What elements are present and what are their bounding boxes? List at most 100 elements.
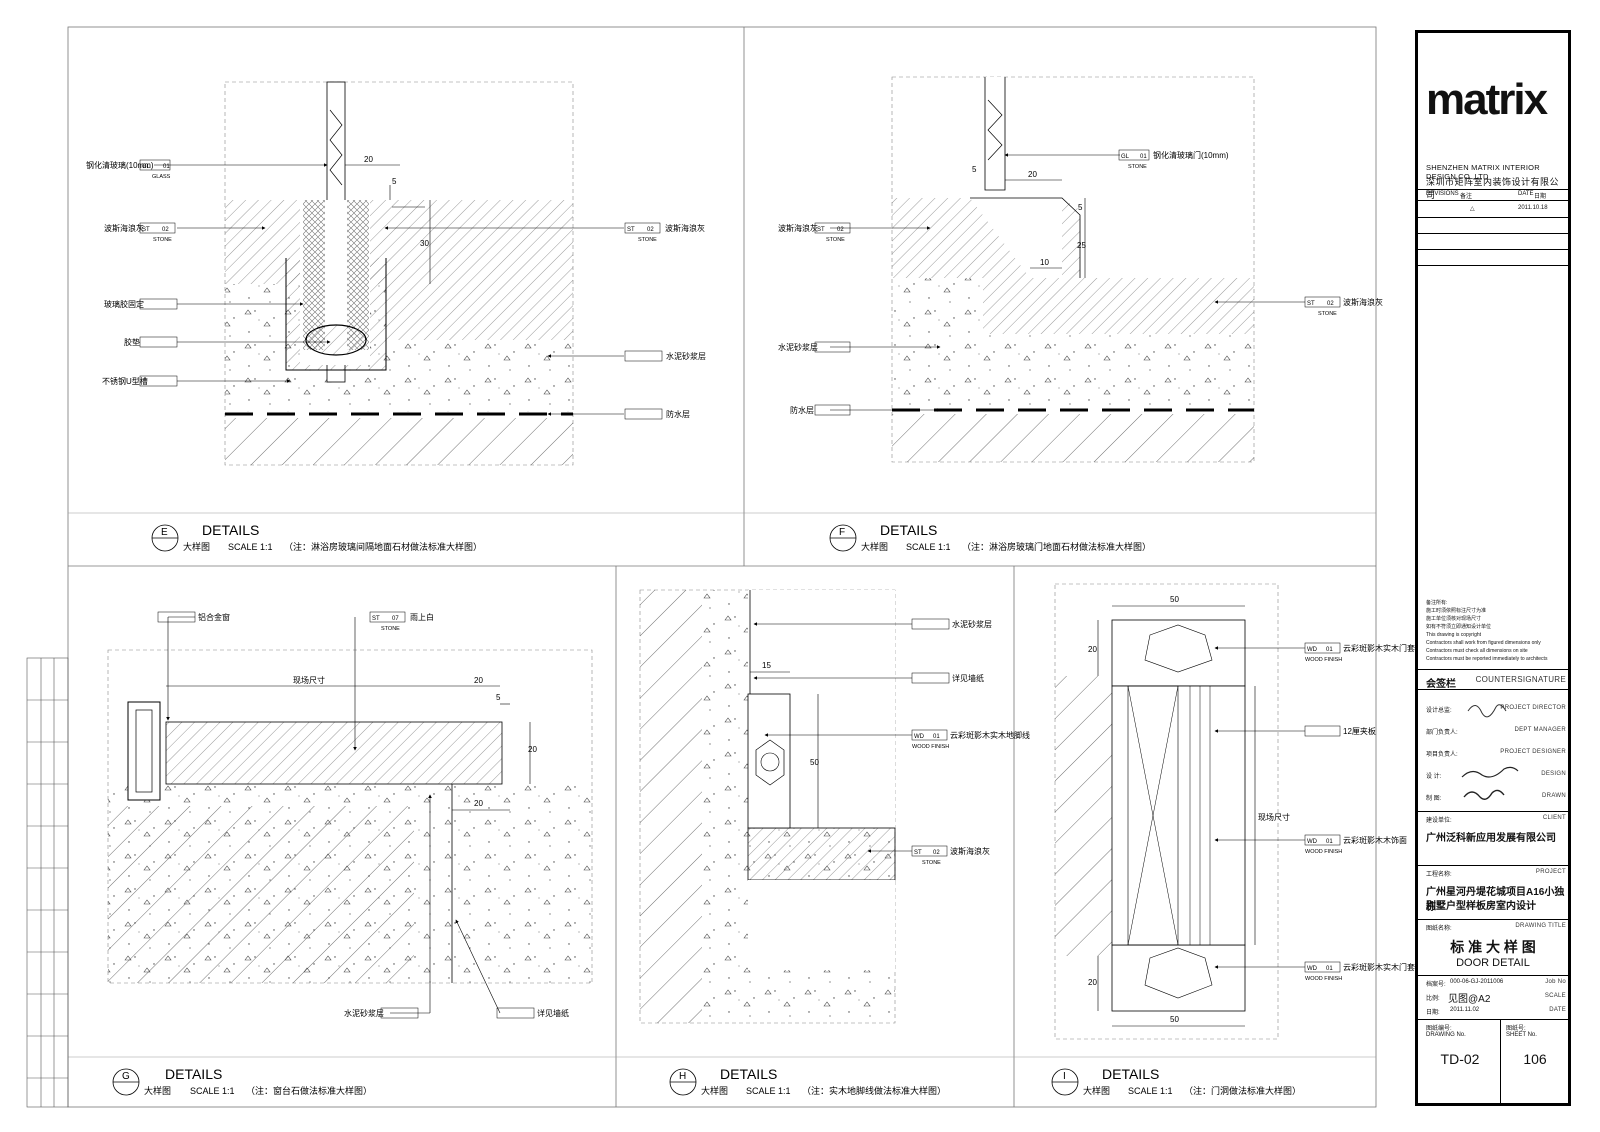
svg-text:防水层: 防水层: [666, 409, 690, 419]
svg-text:ST: ST: [372, 616, 380, 622]
svg-text:15: 15: [762, 661, 771, 670]
svg-text:ST: ST: [142, 227, 150, 233]
svg-text:波斯海浪灰: 波斯海浪灰: [778, 223, 818, 233]
svg-text:WOOD FINISH: WOOD FINISH: [912, 744, 949, 750]
svg-text:5: 5: [1078, 203, 1083, 212]
project-label: 工程名称:PROJECT: [1426, 869, 1566, 878]
svg-text:（注：窗台石做法标准大样图）: （注：窗台石做法标准大样图）: [246, 1085, 372, 1096]
svg-text:不锈钢U型槽: 不锈钢U型槽: [102, 376, 148, 386]
svg-text:WD: WD: [1307, 839, 1318, 845]
side-strip: [26, 657, 69, 1108]
svg-text:STONE: STONE: [638, 237, 657, 243]
svg-text:（注：门洞做法标准大样图）: （注：门洞做法标准大样图）: [1184, 1085, 1301, 1096]
svg-text:波斯海浪灰: 波斯海浪灰: [1343, 297, 1383, 307]
svg-text:DETAILS: DETAILS: [1102, 1066, 1159, 1082]
svg-text:02: 02: [647, 227, 654, 233]
general-notes: 备注所有: 施工时须依照标注尺寸为准 施工单位须核对现场尺寸 如有不符须立即通知…: [1426, 600, 1548, 662]
svg-text:云彩斑影木实木地脚线: 云彩斑影木实木地脚线: [950, 730, 1030, 740]
project-name-line1: 广州星河丹堤花城项目A16小独栋: [1426, 887, 1565, 913]
svg-text:水泥砂浆层: 水泥砂浆层: [778, 342, 818, 352]
title-block: matrix SHENZHEN MATRIX INTERIOR DESIGN C…: [1415, 30, 1571, 1106]
svg-text:F: F: [839, 527, 845, 538]
svg-text:G: G: [122, 1071, 130, 1082]
svg-text:WOOD FINISH: WOOD FINISH: [1305, 849, 1342, 855]
detail-h-drawing: 水泥砂浆层 详见墙纸 WD 01 云彩斑影木实木地脚线 WOOD FINISH …: [639, 589, 1030, 1024]
svg-text:STONE: STONE: [381, 626, 400, 632]
svg-text:ST: ST: [1307, 301, 1315, 307]
detail-g-drawing: 铝合金窗 ST 07 雨上白 STONE 现场尺寸 20 5 20 20 水泥砂…: [107, 611, 593, 1019]
svg-text:20: 20: [528, 745, 537, 754]
svg-text:波斯海浪灰: 波斯海浪灰: [950, 846, 990, 856]
detail-f-caption: F DETAILS 大样图 SCALE 1:1 （注：淋浴房玻璃门地面石材做法标…: [829, 522, 1151, 552]
company-name-cn: 深圳市矩阵室内装饰设计有限公司: [1426, 177, 1560, 200]
svg-text:02: 02: [837, 227, 844, 233]
svg-text:50: 50: [1170, 1015, 1179, 1024]
detail-e-drawing: 钢化清玻璃(10mm) GL 01 GLASS 波斯海浪灰 ST 02 STON…: [86, 81, 706, 466]
sheet-number-label: 图纸号:SHEET No.: [1506, 1026, 1537, 1038]
svg-text:30: 30: [420, 239, 429, 248]
svg-text:铝合金窗: 铝合金窗: [198, 612, 230, 622]
svg-text:SCALE 1:1: SCALE 1:1: [1128, 1086, 1173, 1096]
svg-text:大样图: 大样图: [144, 1085, 171, 1096]
svg-text:SCALE 1:1: SCALE 1:1: [746, 1086, 791, 1096]
svg-text:10: 10: [1040, 258, 1049, 267]
svg-text:GLASS: GLASS: [152, 174, 171, 180]
svg-text:DETAILS: DETAILS: [720, 1066, 777, 1082]
svg-text:20: 20: [1088, 645, 1097, 654]
svg-text:钢化清玻璃门(10mm): 钢化清玻璃门(10mm): [1153, 150, 1229, 160]
svg-text:波斯海浪灰: 波斯海浪灰: [104, 223, 144, 233]
svg-text:WOOD FINISH: WOOD FINISH: [1305, 657, 1342, 663]
sheet-border: [67, 26, 1377, 1108]
role-design: 设 计:DESIGN: [1426, 771, 1566, 780]
svg-text:详见墙纸: 详见墙纸: [952, 673, 984, 683]
svg-text:12厘夹板: 12厘夹板: [1343, 726, 1376, 736]
svg-text:DETAILS: DETAILS: [202, 522, 259, 538]
svg-text:25: 25: [1077, 241, 1086, 250]
client-label: 建设单位:CLIENT: [1426, 815, 1566, 824]
svg-text:玻璃胶固定: 玻璃胶固定: [104, 299, 144, 309]
svg-text:I: I: [1063, 1071, 1066, 1082]
svg-text:钢化清玻璃(10mm): 钢化清玻璃(10mm): [86, 160, 154, 170]
svg-text:H: H: [679, 1071, 686, 1082]
svg-text:防水层: 防水层: [790, 405, 814, 415]
svg-text:01: 01: [163, 164, 170, 170]
svg-text:20: 20: [474, 799, 483, 808]
svg-text:01: 01: [1140, 154, 1147, 160]
svg-text:云彩斑影木木饰面: 云彩斑影木木饰面: [1343, 835, 1407, 845]
svg-text:ST: ST: [627, 227, 635, 233]
svg-text:5: 5: [496, 693, 501, 702]
svg-text:（注：淋浴房玻璃门地面石材做法标准大样图）: （注：淋浴房玻璃门地面石材做法标准大样图）: [962, 541, 1151, 552]
svg-text:20: 20: [364, 155, 373, 164]
svg-text:5: 5: [392, 177, 397, 186]
drawing-number: TD-02: [1440, 1051, 1480, 1067]
svg-text:ST: ST: [914, 850, 922, 856]
svg-text:20: 20: [474, 676, 483, 685]
drawing-title-label: 图纸名称:DRAWING TITLE: [1426, 923, 1566, 932]
role-director: 设计总监:PROJECT DIRECTOR: [1426, 705, 1566, 714]
svg-text:STONE: STONE: [922, 860, 941, 866]
signatures: [1461, 704, 1519, 800]
sheet-number: 106: [1523, 1051, 1547, 1067]
svg-text:01: 01: [933, 734, 940, 740]
drawing-title: 标 准 大 样 图: [1450, 939, 1536, 955]
svg-text:DETAILS: DETAILS: [165, 1066, 222, 1082]
company-logo: matrix: [1426, 75, 1548, 124]
svg-text:STONE: STONE: [826, 237, 845, 243]
svg-text:大样图: 大样图: [701, 1085, 728, 1096]
svg-text:大样图: 大样图: [1083, 1085, 1110, 1096]
role-manager: 部门负责人:DEPT MANAGER: [1426, 727, 1566, 736]
detail-i-drawing: WD 01 云彩斑影木实木门套线 WOOD FINISH 12厘夹板 WD 01…: [1054, 583, 1423, 1040]
drawing-title-sub: DOOR DETAIL: [1456, 957, 1530, 969]
svg-text:E: E: [161, 527, 168, 538]
svg-text:WD: WD: [1307, 966, 1318, 972]
svg-text:01: 01: [1326, 647, 1333, 653]
svg-text:50: 50: [810, 758, 819, 767]
svg-text:20: 20: [1028, 170, 1037, 179]
role-drawn: 制 图:DRAWN: [1426, 793, 1566, 802]
svg-text:现场尺寸: 现场尺寸: [1258, 812, 1290, 822]
svg-text:云彩斑影木实木门套线: 云彩斑影木实木门套线: [1343, 962, 1423, 972]
detail-e-caption: E DETAILS 大样图 SCALE 1:1 （注：淋浴房玻璃间隔地面石材做法…: [151, 522, 482, 552]
svg-text:现场尺寸: 现场尺寸: [293, 675, 325, 685]
svg-text:01: 01: [1326, 839, 1333, 845]
